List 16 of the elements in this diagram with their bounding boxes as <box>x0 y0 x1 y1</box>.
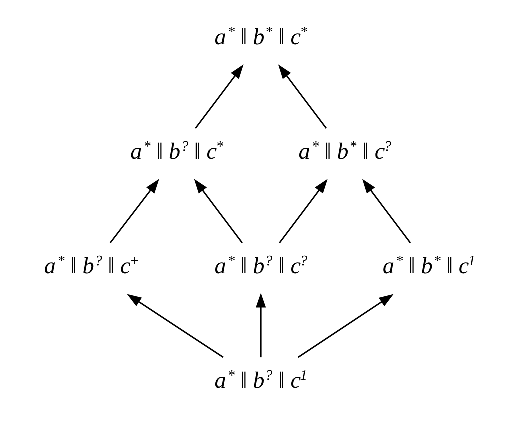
node-text: a$^{*}$ ‖ b$^{*}$ ‖ c$^{?}$ <box>298 138 392 165</box>
arrow <box>194 64 244 129</box>
node-text: a$^{*}$ ‖ b$^{?}$ ‖ c$^{?}$ <box>214 253 307 280</box>
node-text: a$^{*}$ ‖ b$^{?}$ ‖ c$^{1}$ <box>214 368 307 394</box>
node-text: a$^{*}$ ‖ b$^{?}$ ‖ c$^{+}$ <box>44 253 140 280</box>
arrow <box>278 179 328 244</box>
node-text: a$^{*}$ ‖ b$^{*}$ ‖ c$^{1}$ <box>382 253 476 280</box>
arrow <box>109 179 159 244</box>
node-text: a$^{*}$ ‖ b$^{*}$ ‖ c$^{*}$ <box>214 24 307 50</box>
node-text: a$^{*}$ ‖ b$^{?}$ ‖ c$^{*}$ <box>130 138 223 165</box>
arrow <box>298 294 394 358</box>
arrow <box>194 179 243 244</box>
arrow <box>362 179 411 244</box>
arrow <box>126 294 224 358</box>
arrow <box>256 293 266 358</box>
arrow <box>278 64 327 129</box>
